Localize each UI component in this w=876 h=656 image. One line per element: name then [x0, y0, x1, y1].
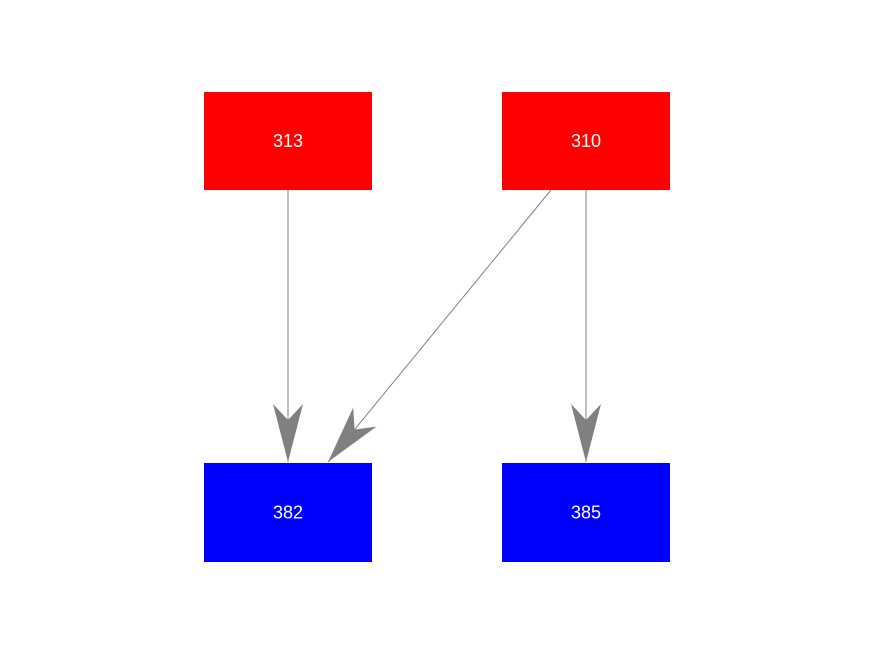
- node-382: 382: [204, 463, 372, 562]
- nodes-layer: 313 310 382 385: [204, 92, 670, 562]
- node-310: 310: [502, 92, 670, 190]
- edge-310-to-382: [327, 189, 552, 463]
- node-313: 313: [204, 92, 372, 190]
- node-382-box: [204, 463, 372, 562]
- node-382-label: 382: [273, 503, 303, 523]
- node-310-box: [502, 92, 670, 190]
- node-313-box: [204, 92, 372, 190]
- node-385-box: [502, 463, 670, 562]
- node-310-label: 310: [571, 131, 601, 151]
- edges-layer: [273, 189, 601, 463]
- node-385-label: 385: [571, 503, 601, 523]
- node-385: 385: [502, 463, 670, 562]
- node-313-label: 313: [273, 131, 303, 151]
